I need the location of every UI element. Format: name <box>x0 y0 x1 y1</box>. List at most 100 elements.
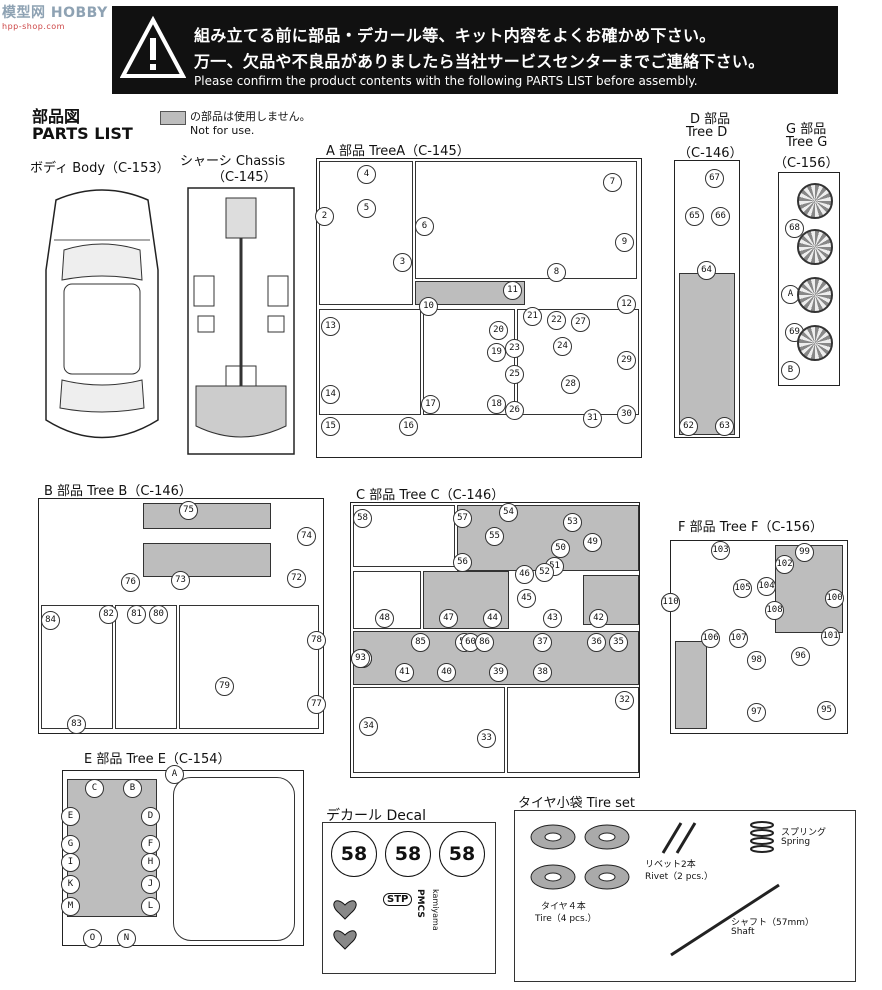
part-number-treeF-103: 103 <box>711 541 730 560</box>
treeF-frame: 9596979899100101102103104105106107108109… <box>661 540 848 734</box>
treeE-title: E 部品 Tree E（C-154） <box>84 752 231 767</box>
part-number-treeA-27: 27 <box>571 313 590 332</box>
part-number-treeA-21: 21 <box>523 307 542 326</box>
treeA-title: A 部品 TreeA（C-145） <box>326 144 470 159</box>
parts-list-title-en: PARTS LIST <box>32 124 133 143</box>
part-number-treeC-56: 56 <box>453 553 472 572</box>
part-number-treeF-100: 100 <box>825 589 844 608</box>
part-number-treeA-26: 26 <box>505 401 524 420</box>
part-number-treeB-74: 74 <box>297 527 316 546</box>
treeD-cell-gray <box>679 273 735 435</box>
treeC-cell-gray2 <box>423 571 509 629</box>
part-number-treeF-105: 105 <box>733 579 752 598</box>
treeF-cell-gray2 <box>675 641 707 729</box>
part-number-treeA-3: 3 <box>393 253 412 272</box>
shaft-drawing <box>670 883 780 957</box>
part-number-treeC-49: 49 <box>583 533 602 552</box>
treeB-cell-5 <box>179 605 319 729</box>
part-number-treeC-38: 38 <box>533 663 552 682</box>
notice-line-2: 万一、欠品や不良品がありましたら当社サービスセンターまでご連絡下さい。 <box>194 52 765 71</box>
decal-sheet: 58 58 58 STP kamiyama PMCS <box>322 822 496 974</box>
part-number-treeF-101: 101 <box>821 627 840 646</box>
part-number-treeB-72: 72 <box>287 569 306 588</box>
part-number-treeC-40: 40 <box>437 663 456 682</box>
part-number-treeE-N: N <box>117 929 136 948</box>
part-number-treeE-A: A <box>165 765 184 784</box>
spring-label-en: Spring <box>781 837 811 847</box>
treeB-cell-gray2 <box>143 543 271 577</box>
legend-text-jp: の部品は使用しません。 <box>190 110 311 123</box>
part-number-treeA-10: 10 <box>419 297 438 316</box>
part-number-treeD-62: 62 <box>679 417 698 436</box>
part-number-treeA-23: 23 <box>505 339 524 358</box>
part-number-treeC-57: 57 <box>453 509 472 528</box>
part-number-treeE-F: F <box>141 835 160 854</box>
part-number-treeB-75: 75 <box>179 501 198 520</box>
part-number-treeF-107: 107 <box>729 629 748 648</box>
decal-title: デカール Decal <box>326 808 427 824</box>
part-number-treeC-47: 47 <box>439 609 458 628</box>
part-number-treeF-95: 95 <box>817 701 836 720</box>
decal-hearts <box>333 900 357 950</box>
treeG-title-1: G 部品 <box>786 122 827 137</box>
tire-label-jp: タイヤ４本 <box>541 902 586 912</box>
part-number-treeA-12: 12 <box>617 295 636 314</box>
part-number-treeA-11: 11 <box>503 281 522 300</box>
part-number-treeC-58: 58 <box>353 509 372 528</box>
chassis-section-code: （C-145） <box>212 170 277 185</box>
part-number-treeC-46: 46 <box>515 565 534 584</box>
part-number-treeA-2: 2 <box>315 207 334 226</box>
notice-line-3: Please confirm the product contents with… <box>194 74 698 88</box>
part-number-treeB-76: 76 <box>121 573 140 592</box>
part-number-treeF-97: 97 <box>747 703 766 722</box>
tire-drawing <box>530 824 630 890</box>
part-number-treeC-41: 41 <box>395 663 414 682</box>
part-number-treeC-32: 32 <box>615 691 634 710</box>
notice-line-1: 組み立てる前に部品・デカール等、キット内容をよくお確かめ下さい。 <box>194 26 716 45</box>
part-number-treeE-E: E <box>61 807 80 826</box>
part-number-treeD-63: 63 <box>715 417 734 436</box>
part-number-treeB-79: 79 <box>215 677 234 696</box>
part-number-treeA-25: 25 <box>505 365 524 384</box>
treeG-title-3: （C-156） <box>774 156 839 171</box>
treeG-wheel-4 <box>797 325 833 361</box>
part-number-treeA-29: 29 <box>617 351 636 370</box>
body-section-title: ボディ Body（C-153） <box>30 161 170 176</box>
part-number-treeA-31: 31 <box>583 409 602 428</box>
treeC-title: C 部品 Tree C（C-146） <box>356 488 505 503</box>
treeB-title: B 部品 Tree B（C-146） <box>44 484 192 499</box>
part-number-treeE-J: J <box>141 875 160 894</box>
decal-kamiyama: kamiyama <box>431 889 440 931</box>
part-number-treeE-L: L <box>141 897 160 916</box>
decal-number-1: 58 <box>331 831 377 877</box>
treeB-cell-gray1 <box>143 503 271 529</box>
chassis-drawing <box>187 187 295 455</box>
part-number-treeC-93: 93 <box>351 649 370 668</box>
part-number-treeA-7: 7 <box>603 173 622 192</box>
parts-list-title-jp: 部品図 <box>32 107 81 126</box>
legend-swatch <box>160 111 186 125</box>
part-number-treeA-13: 13 <box>321 317 340 336</box>
part-number-treeB-81: 81 <box>127 605 146 624</box>
part-number-treeA-22: 22 <box>547 311 566 330</box>
warning-notice: 組み立てる前に部品・デカール等、キット内容をよくお確かめ下さい。 万一、欠品や不… <box>112 6 838 94</box>
part-number-treeB-83: 83 <box>67 715 86 734</box>
shaft-label-jp: シャフト（57mm） <box>731 918 814 928</box>
part-number-treeE-C: C <box>85 779 104 798</box>
treeA-cell-2 <box>415 161 637 279</box>
part-number-treeC-44: 44 <box>483 609 502 628</box>
part-number-treeB-84: 84 <box>41 611 60 630</box>
part-number-treeD-67: 67 <box>705 169 724 188</box>
part-number-treeF-98: 98 <box>747 651 766 670</box>
part-number-treeE-I: I <box>61 853 80 872</box>
part-number-treeF-102: 102 <box>775 555 794 574</box>
part-number-treeA-16: 16 <box>399 417 418 436</box>
part-number-treeG-B: B <box>781 361 800 380</box>
part-number-treeC-37: 37 <box>533 633 552 652</box>
part-number-treeB-73: 73 <box>171 571 190 590</box>
part-number-treeC-54: 54 <box>499 503 518 522</box>
